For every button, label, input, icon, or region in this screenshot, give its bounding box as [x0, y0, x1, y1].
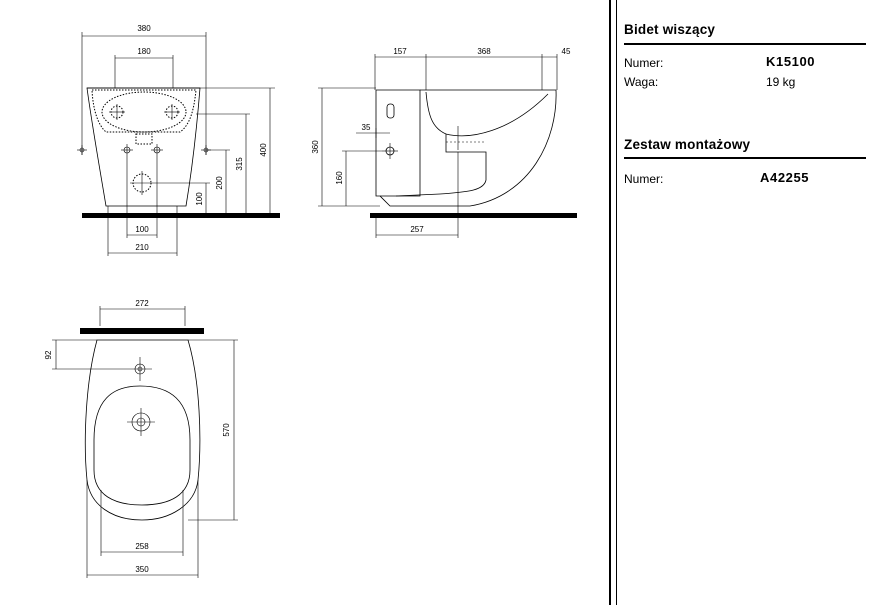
dim-257: 257 [410, 225, 424, 234]
product-number-value: K15100 [766, 54, 816, 69]
dim-380: 380 [137, 24, 151, 33]
product-title-rule [624, 43, 866, 45]
dim-570: 570 [222, 423, 231, 437]
dim-92: 92 [44, 350, 53, 359]
dim-100-bottom: 100 [135, 225, 149, 234]
dim-157: 157 [393, 47, 407, 56]
dim-350: 350 [135, 565, 149, 574]
dim-368: 368 [477, 47, 491, 56]
product-weight-value: 19 kg [766, 75, 796, 89]
product-number-label: Numer: [624, 56, 664, 70]
front-view: 380 180 400 315 200 [77, 24, 280, 256]
mounting-kit-title-rule [624, 157, 866, 159]
product-title: Bidet wiszący [624, 22, 716, 37]
mounting-kit-title: Zestaw montażowy [624, 137, 751, 152]
side-view: 157 368 45 360 160 35 257 [311, 47, 577, 238]
dim-272: 272 [135, 299, 149, 308]
dim-315: 315 [235, 157, 244, 171]
dim-210: 210 [135, 243, 149, 252]
dim-100: 100 [195, 192, 204, 206]
mounting-kit-number-value: A42255 [760, 170, 810, 185]
dim-180: 180 [137, 47, 151, 56]
top-view: 272 92 570 258 350 [44, 299, 238, 578]
dim-45: 45 [562, 47, 571, 56]
dim-35: 35 [362, 123, 371, 132]
mounting-kit-number-label: Numer: [624, 172, 664, 186]
column-divider-inner [616, 0, 618, 605]
dim-160: 160 [335, 171, 344, 185]
dim-200: 200 [215, 176, 224, 190]
product-weight-label: Waga: [624, 75, 659, 89]
dim-258: 258 [135, 542, 149, 551]
dim-400: 400 [259, 143, 268, 157]
dim-360: 360 [311, 140, 320, 154]
column-divider [609, 0, 611, 605]
